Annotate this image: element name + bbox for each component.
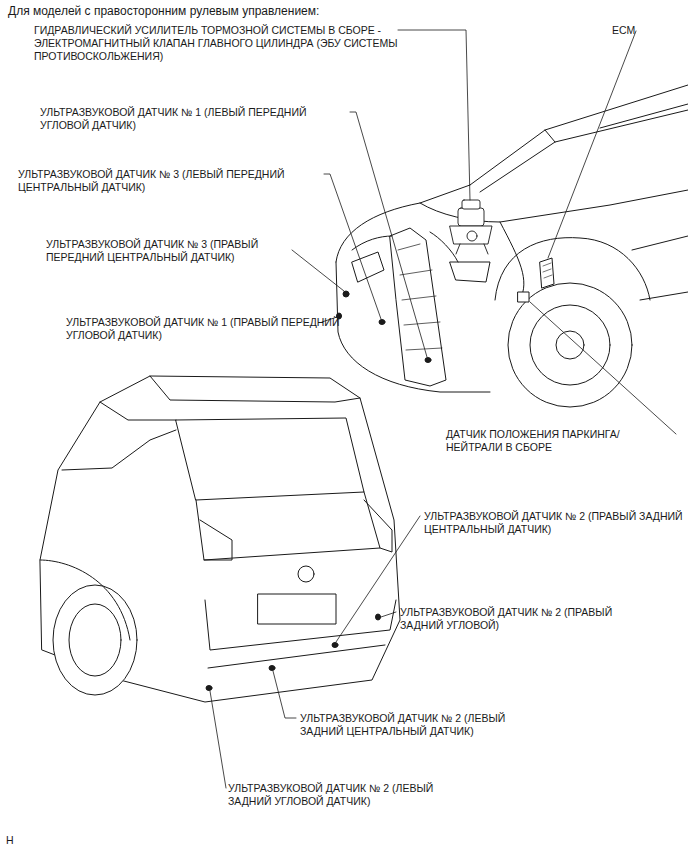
- part-label: УЛЬТРАЗВУКОВОЙ ДАТЧИК № 2 (ПРАВЫЙ ЗАДНИЙ…: [400, 606, 620, 632]
- front-sensors: [337, 291, 432, 363]
- pn-switch: [518, 292, 529, 302]
- part-label: УЛЬТРАЗВУКОВОЙ ДАТЧИК № 2 (ПРАВЫЙ ЗАДНИЙ…: [424, 510, 684, 536]
- part-label: УЛЬТРАЗВУКОВОЙ ДАТЧИК № 3 (ПРАВЫЙ ПЕРЕДН…: [46, 238, 308, 264]
- part-label: УЛЬТРАЗВУКОВОЙ ДАТЧИК № 1 (ПРАВЫЙ ПЕРЕДН…: [66, 316, 348, 342]
- front-vehicle: [336, 85, 688, 407]
- figure-code: H: [6, 834, 26, 847]
- part-label: УЛЬТРАЗВУКОВОЙ ДАТЧИК № 2 (ЛЕВЫЙ ЗАДНИЙ …: [300, 712, 550, 738]
- brake-actuator: [450, 200, 492, 254]
- part-label: УЛЬТРАЗВУКОВОЙ ДАТЧИК № 3 (ЛЕВЫЙ ПЕРЕДНИ…: [18, 168, 322, 194]
- part-label: ДАТЧИК ПОЛОЖЕНИЯ ПАРКИНГА/ НЕЙТРАЛИ В СБ…: [446, 428, 676, 454]
- rear-vehicle: [40, 376, 400, 702]
- leader-lines: [210, 30, 676, 788]
- part-label: УЛЬТРАЗВУКОВОЙ ДАТЧИК № 1 (ЛЕВЫЙ ПЕРЕДНИ…: [40, 106, 344, 132]
- ecm-unit: [540, 258, 554, 288]
- part-label: УЛЬТРАЗВУКОВОЙ ДАТЧИК № 2 (ЛЕВЫЙ ЗАДНИЙ …: [228, 782, 478, 808]
- diagram-title: Для моделей с правосторонним рулевым упр…: [8, 4, 319, 18]
- part-label: ГИДРАВЛИЧЕСКИЙ УСИЛИТЕЛЬ ТОРМОЗНОЙ СИСТЕ…: [34, 24, 406, 63]
- rear-sensors: [206, 614, 381, 691]
- part-label: ECM: [612, 24, 652, 37]
